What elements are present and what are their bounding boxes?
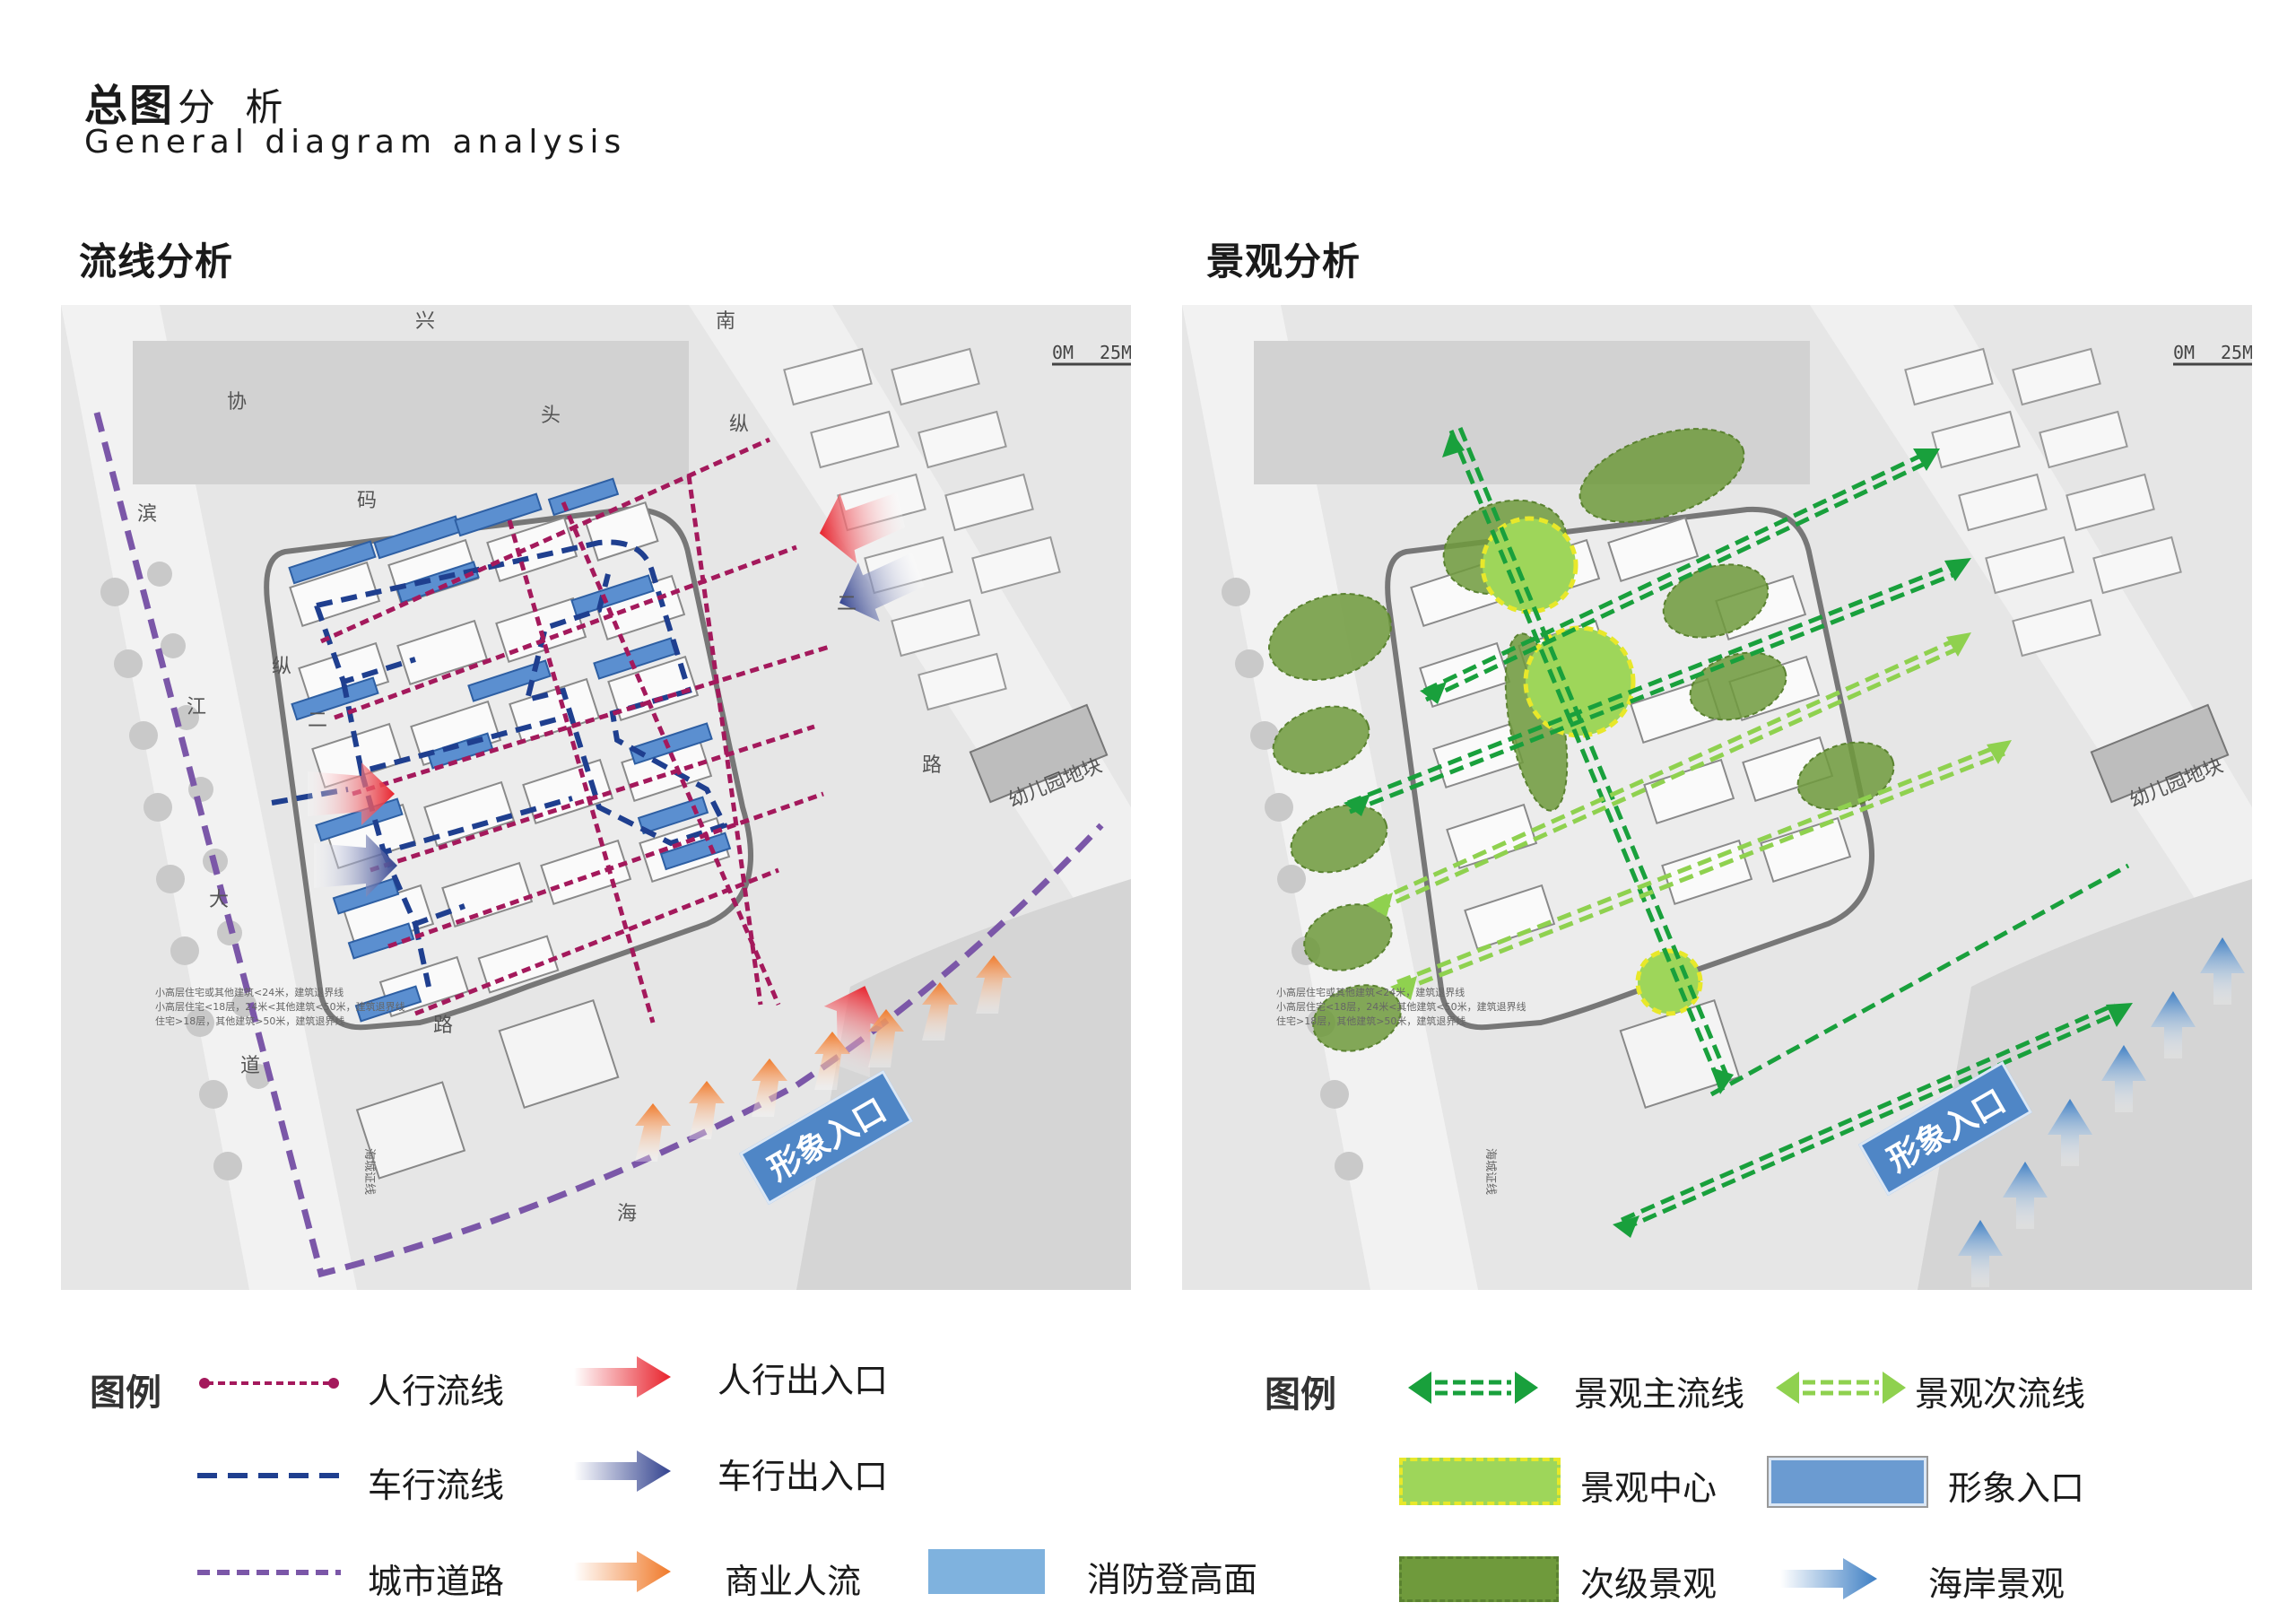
image-entrance-legend-label: 形象入口 <box>1948 1468 2085 1508</box>
main-landscape-flow-legend-label: 景观主流线 <box>1574 1374 1745 1414</box>
legend-title: 图例 <box>90 1372 161 1414</box>
scale-bar-end: 25M <box>1100 342 1131 363</box>
landscape-map-svg: 幼儿园地块 <box>1182 305 2252 1290</box>
scale-bar-start: 0M <box>2173 342 2195 363</box>
street-name-chars: 兴 协 南 头 码 滨 纵 江 二 大 路 道 海 纵 二 路 <box>137 310 942 1225</box>
note-line: 小高层住宅<18层，24米<其他建筑<50米，建筑退界线 <box>1276 1000 1526 1013</box>
scale-bar-end: 25M <box>2221 342 2252 363</box>
main-landscape-flow-legend-symbol <box>1408 1372 1538 1404</box>
secondary-landscape-flow-legend-symbol <box>1776 1372 1906 1404</box>
street-char: 道 <box>240 1055 260 1077</box>
commercial-building-2 <box>355 1081 466 1180</box>
street-char: 二 <box>837 593 857 615</box>
page-title: 总图分 析 <box>84 70 291 133</box>
scale-bar-start: 0M <box>1052 342 1074 363</box>
trees-west <box>100 562 271 1180</box>
kindergarten-building <box>969 703 1109 804</box>
flow-map-svg: 幼儿园地块 <box>61 305 1131 1290</box>
street-char: 滨 <box>137 503 157 526</box>
street-char: 江 <box>187 696 206 719</box>
pedestrian-entrance-arrow-west <box>308 762 395 825</box>
note-line: 小高层住宅或其他建筑<24米，建筑退界线 <box>1276 986 1465 998</box>
street-char: 南 <box>716 310 735 333</box>
pedestrian-route-legend-label: 人行流线 <box>368 1372 505 1411</box>
road-note: 海城证线 <box>1483 1148 1497 1195</box>
page-subtitle: General diagram analysis <box>84 124 627 161</box>
street-char: 协 <box>227 391 247 414</box>
landscape-analysis-title: 景观分析 <box>1206 240 1361 283</box>
landscape-analysis-map: 幼儿园地块 <box>1182 305 2252 1290</box>
secondary-flow-arrowheads <box>1366 632 2012 1000</box>
coastal-view-arrows <box>1958 937 2245 1287</box>
commercial-flow-legend-symbol <box>574 1551 671 1592</box>
street-char: 码 <box>357 490 377 512</box>
main-flow-arrowheads <box>1344 431 2133 1238</box>
pedestrian-entrance-arrow <box>819 492 906 563</box>
secondary-landscape-flow <box>1373 634 2005 994</box>
vehicle-entrance-legend-symbol <box>574 1450 671 1492</box>
sea-area <box>796 879 1131 1290</box>
pedestrian-entrance-legend-label: 人行出入口 <box>718 1361 889 1400</box>
street-char: 纵 <box>729 414 749 436</box>
commercial-flow-arrows <box>635 955 1012 1162</box>
sea-area <box>1918 879 2252 1290</box>
pedestrian-entrance-legend-symbol <box>574 1356 671 1398</box>
secondary-landscape-flow-legend-label: 景观次流线 <box>1915 1374 2086 1414</box>
street-char: 兴 <box>415 310 435 333</box>
setback-notes: 小高层住宅或其他建筑<24米，建筑退界线 小高层住宅<18层，24米<其他建筑<… <box>155 986 405 1027</box>
vehicle-entrance-legend-label: 车行出入口 <box>718 1457 889 1496</box>
page-title-light: 分 析 <box>178 85 292 129</box>
fire-access-legend-symbol <box>928 1549 1045 1594</box>
flow-analysis-title: 流线分析 <box>79 240 234 283</box>
coastal-view-legend-label: 海岸景观 <box>1928 1564 2066 1604</box>
commercial-flow-legend-label: 商业人流 <box>725 1562 862 1601</box>
street-char: 海 <box>617 1203 637 1225</box>
fire-access-legend-label: 消防登高面 <box>1087 1560 1258 1599</box>
vehicle-route-legend-label: 车行流线 <box>368 1466 505 1505</box>
pedestrian-route-legend-symbol <box>199 1378 339 1389</box>
legend-title: 图例 <box>1265 1374 1336 1415</box>
street-char: 纵 <box>272 656 291 678</box>
city-road-line <box>93 412 1104 1278</box>
road-note: 海城证线 <box>362 1148 376 1195</box>
street-char: 路 <box>433 1015 453 1037</box>
note-line: 住宅>18层，其他建筑>50米，建筑退界线 <box>155 1015 344 1027</box>
vehicle-route-legend-symbol <box>197 1473 341 1478</box>
main-landscape-flow <box>1347 427 2130 1232</box>
pedestrian-route-lines <box>319 437 833 1023</box>
fire-access-faces <box>288 477 732 1023</box>
street-char: 头 <box>541 405 561 427</box>
commercial-building <box>498 998 620 1110</box>
east-villas <box>1904 347 2182 658</box>
vehicle-entrance-arrow-west <box>314 834 397 897</box>
setback-notes: 小高层住宅或其他建筑<24米，建筑退界线 小高层住宅<18层，24米<其他建筑<… <box>1276 986 1526 1027</box>
note-line: 住宅>18层，其他建筑>50米，建筑退界线 <box>1276 1015 1465 1027</box>
page-title-bold: 总图 <box>84 81 175 131</box>
city-road-legend-symbol <box>197 1570 341 1575</box>
street-char: 大 <box>209 889 229 911</box>
secondary-landscape-legend-symbol <box>1399 1556 1559 1602</box>
north-block <box>133 341 689 484</box>
kindergarten-building <box>2090 703 2230 804</box>
site-buildings <box>289 501 731 1018</box>
vehicle-entrance-arrow <box>839 553 925 623</box>
secondary-landscape-legend-label: 次级景观 <box>1580 1564 1718 1604</box>
street-char: 路 <box>922 754 942 777</box>
image-entrance-legend-symbol <box>1767 1456 1928 1508</box>
city-road-legend-label: 城市道路 <box>368 1562 505 1601</box>
note-line: 小高层住宅或其他建筑<24米，建筑退界线 <box>155 986 344 998</box>
note-line: 小高层住宅<18层，24米<其他建筑<50米，建筑退界线 <box>155 1000 405 1013</box>
landscape-center-legend-label: 景观中心 <box>1580 1468 1718 1508</box>
landscape-center-legend-symbol <box>1399 1458 1561 1505</box>
flow-analysis-map: 幼儿园地块 <box>61 305 1131 1290</box>
west-road <box>1182 305 1478 1290</box>
street-char: 二 <box>308 710 327 732</box>
coastal-view-legend-symbol <box>1780 1558 1877 1599</box>
